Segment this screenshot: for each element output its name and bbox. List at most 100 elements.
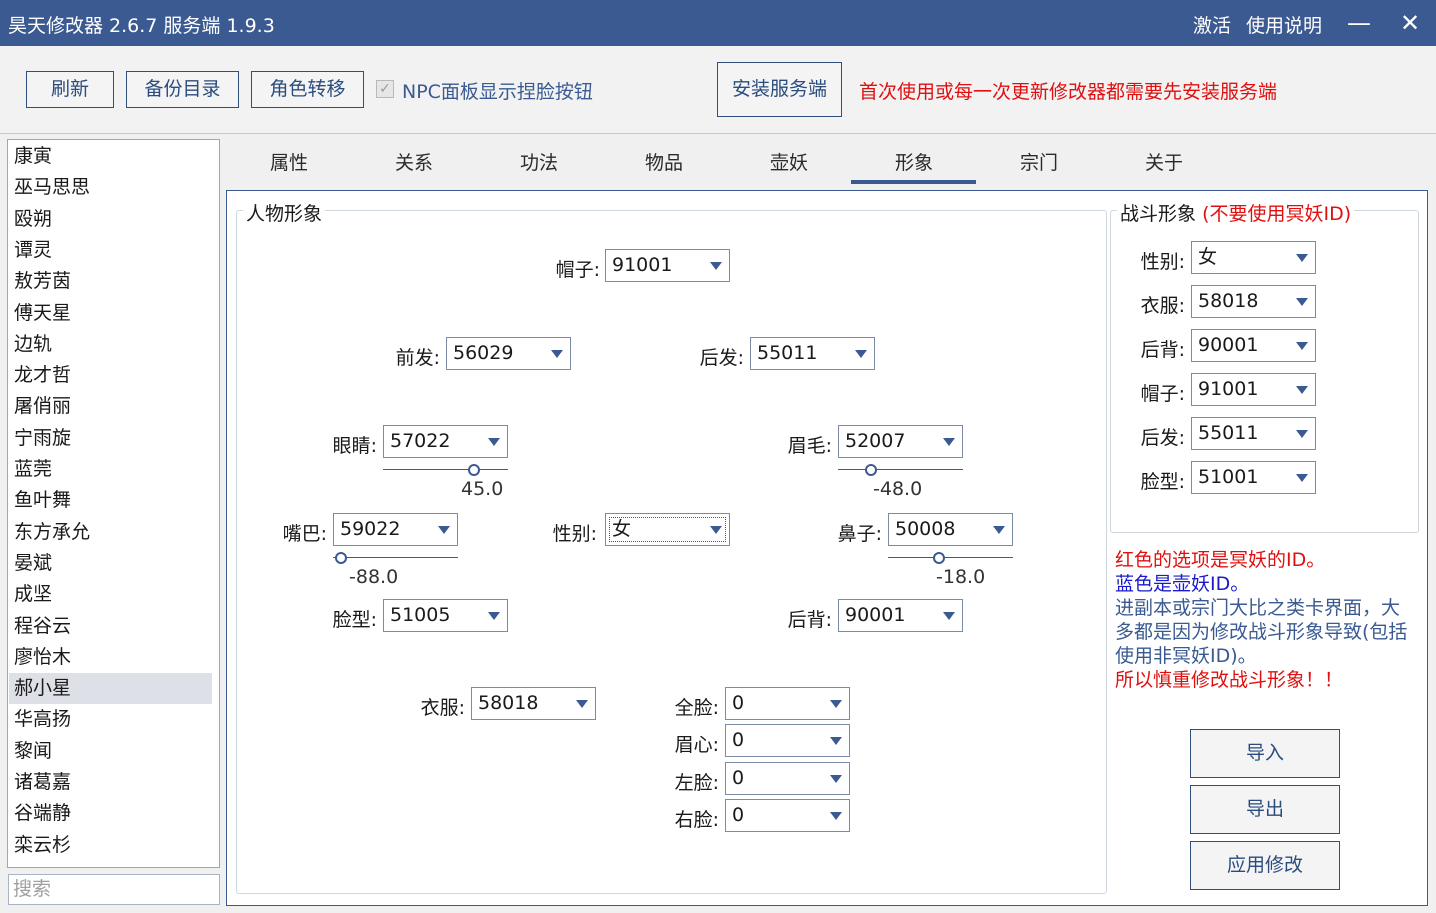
battle-field-label: 性别: — [1140, 251, 1185, 273]
chevron-down-icon — [551, 350, 563, 358]
tab-0[interactable]: 属性 — [270, 152, 309, 174]
tab-7[interactable]: 关于 — [1145, 152, 1184, 174]
chevron-down-icon — [576, 700, 588, 708]
character-list-item[interactable]: 宁雨旋 — [14, 426, 72, 449]
window-title: 昊天修改器 2.6.7 服务端 1.9.3 — [8, 15, 275, 37]
help-link[interactable]: 使用说明 — [1246, 15, 1323, 37]
apply-button[interactable]: 应用修改 — [1190, 841, 1340, 890]
eyes-slider-thumb[interactable] — [467, 464, 480, 476]
front-hair-select[interactable]: 56029 — [446, 337, 571, 370]
tab-3[interactable]: 物品 — [645, 152, 684, 174]
character-list-item[interactable]: 鱼叶舞 — [14, 489, 72, 512]
nose-slider[interactable] — [888, 551, 1013, 565]
tab-1[interactable]: 关系 — [395, 152, 434, 174]
mouth-slider-thumb[interactable] — [334, 552, 347, 564]
clothes-label: 衣服: — [420, 697, 465, 719]
character-list-item[interactable]: 龙才哲 — [14, 364, 72, 387]
search-input[interactable]: 搜索 — [8, 874, 220, 905]
full-face-select[interactable]: 0 — [725, 687, 850, 720]
backup-dir-button[interactable]: 备份目录 — [126, 71, 239, 108]
right-face-select[interactable]: 0 — [725, 799, 850, 832]
character-list-item[interactable]: 敖芳茵 — [14, 270, 72, 293]
character-list[interactable]: 康寅巫马思思殴朔谭灵敖芳茵傅天星边轨龙才哲屠俏丽宁雨旋蓝莞鱼叶舞东方承允晏斌成坚… — [7, 139, 220, 868]
tab-2[interactable]: 功法 — [520, 152, 559, 174]
import-button[interactable]: 导入 — [1190, 729, 1340, 778]
chevron-down-icon — [830, 812, 842, 820]
export-button[interactable]: 导出 — [1190, 785, 1340, 834]
battle-title-warning: (不要使用冥妖ID) — [1202, 203, 1352, 225]
note-body-3: 使用非冥妖ID)。 — [1115, 645, 1257, 667]
activate-link[interactable]: 激活 — [1193, 15, 1232, 37]
nose-select[interactable]: 50008 — [888, 513, 1013, 546]
left-face-select[interactable]: 0 — [725, 762, 850, 795]
nose-slider-thumb[interactable] — [933, 552, 946, 564]
character-list-item[interactable]: 晏斌 — [14, 551, 53, 574]
chevron-down-icon — [943, 612, 955, 620]
clothes-select[interactable]: 58018 — [471, 687, 596, 720]
character-list-item[interactable]: 边轨 — [14, 332, 53, 355]
npc-checkbox[interactable]: ✓ — [376, 80, 394, 98]
appearance-group-title: 人物形象 — [243, 199, 326, 226]
tab-5[interactable]: 形象 — [895, 152, 934, 174]
install-server-button[interactable]: 安装服务端 — [717, 62, 842, 117]
chevron-down-icon — [993, 526, 1005, 534]
battle-field-label: 帽子: — [1140, 383, 1185, 405]
battle-field-select[interactable]: 90001 — [1191, 329, 1316, 362]
list-scrollbar[interactable] — [219, 144, 220, 158]
battle-field-select[interactable]: 91001 — [1191, 373, 1316, 406]
brow-center-select[interactable]: 0 — [725, 724, 850, 757]
character-list-item[interactable]: 黎闻 — [14, 739, 53, 762]
battle-field-select[interactable]: 女 — [1191, 241, 1316, 274]
mouth-label: 嘴巴: — [282, 523, 327, 545]
tab-6[interactable]: 宗门 — [1020, 152, 1059, 174]
character-list-item[interactable]: 东方承允 — [14, 520, 91, 543]
character-list-item[interactable]: 诸葛嘉 — [14, 771, 72, 793]
back-hair-select[interactable]: 55011 — [750, 337, 875, 370]
character-list-item[interactable]: 蓝莞 — [14, 458, 53, 480]
character-list-item[interactable]: 殴朔 — [14, 207, 53, 230]
gender-select[interactable]: 女 — [605, 513, 730, 546]
character-list-item[interactable]: 廖怡木 — [14, 645, 72, 668]
character-list-item[interactable]: 巫马思思 — [14, 176, 91, 199]
close-icon[interactable]: ✕ — [1399, 9, 1421, 37]
battle-field-select[interactable]: 58018 — [1191, 285, 1316, 318]
eyes-label: 眼睛: — [332, 435, 377, 457]
character-list-item[interactable]: 栾云杉 — [14, 833, 72, 856]
eyes-slider[interactable] — [383, 463, 508, 477]
character-list-item[interactable]: 康寅 — [14, 145, 53, 167]
note-red: 红色的选项是冥妖的ID。 — [1115, 549, 1326, 571]
eyebrows-label: 眉毛: — [787, 435, 832, 457]
character-list-item[interactable]: 谭灵 — [14, 238, 53, 261]
back-select[interactable]: 90001 — [838, 599, 963, 632]
minimize-icon[interactable]: — — [1347, 9, 1371, 37]
chevron-down-icon — [488, 438, 500, 446]
active-tab-indicator — [851, 180, 976, 184]
chevron-down-icon — [1296, 254, 1308, 262]
character-list-item[interactable]: 郝小星 — [9, 673, 212, 705]
battle-field-select[interactable]: 51001 — [1191, 461, 1316, 494]
character-list-item[interactable]: 华高扬 — [14, 708, 72, 731]
face-select[interactable]: 51005 — [383, 599, 508, 632]
battle-field-label: 衣服: — [1140, 295, 1185, 317]
tab-4[interactable]: 壶妖 — [770, 152, 809, 174]
eyes-select[interactable]: 57022 — [383, 425, 508, 458]
character-list-item[interactable]: 谷端静 — [14, 802, 72, 825]
eyebrows-select[interactable]: 52007 — [838, 425, 963, 458]
character-list-item[interactable]: 成坚 — [14, 583, 53, 606]
battle-field-select[interactable]: 55011 — [1191, 417, 1316, 450]
hat-select[interactable]: 91001 — [605, 249, 730, 282]
character-list-item[interactable]: 屠俏丽 — [14, 395, 72, 418]
character-list-item[interactable]: 程谷云 — [14, 614, 72, 637]
refresh-button[interactable]: 刷新 — [26, 71, 114, 108]
character-transfer-button[interactable]: 角色转移 — [251, 71, 364, 108]
eyebrows-slider-thumb[interactable] — [864, 464, 877, 476]
install-warning: 首次使用或每一次更新修改器都需要先安装服务端 — [859, 81, 1278, 103]
eyebrows-slider[interactable] — [838, 463, 963, 477]
chevron-down-icon — [1296, 342, 1308, 350]
chevron-down-icon — [1296, 386, 1308, 394]
npc-checkbox-label: NPC面板显示捏脸按钮 — [402, 81, 593, 103]
character-list-item[interactable]: 傅天星 — [14, 301, 72, 324]
chevron-down-icon — [438, 526, 450, 534]
mouth-slider[interactable] — [333, 551, 458, 565]
mouth-select[interactable]: 59022 — [333, 513, 458, 546]
